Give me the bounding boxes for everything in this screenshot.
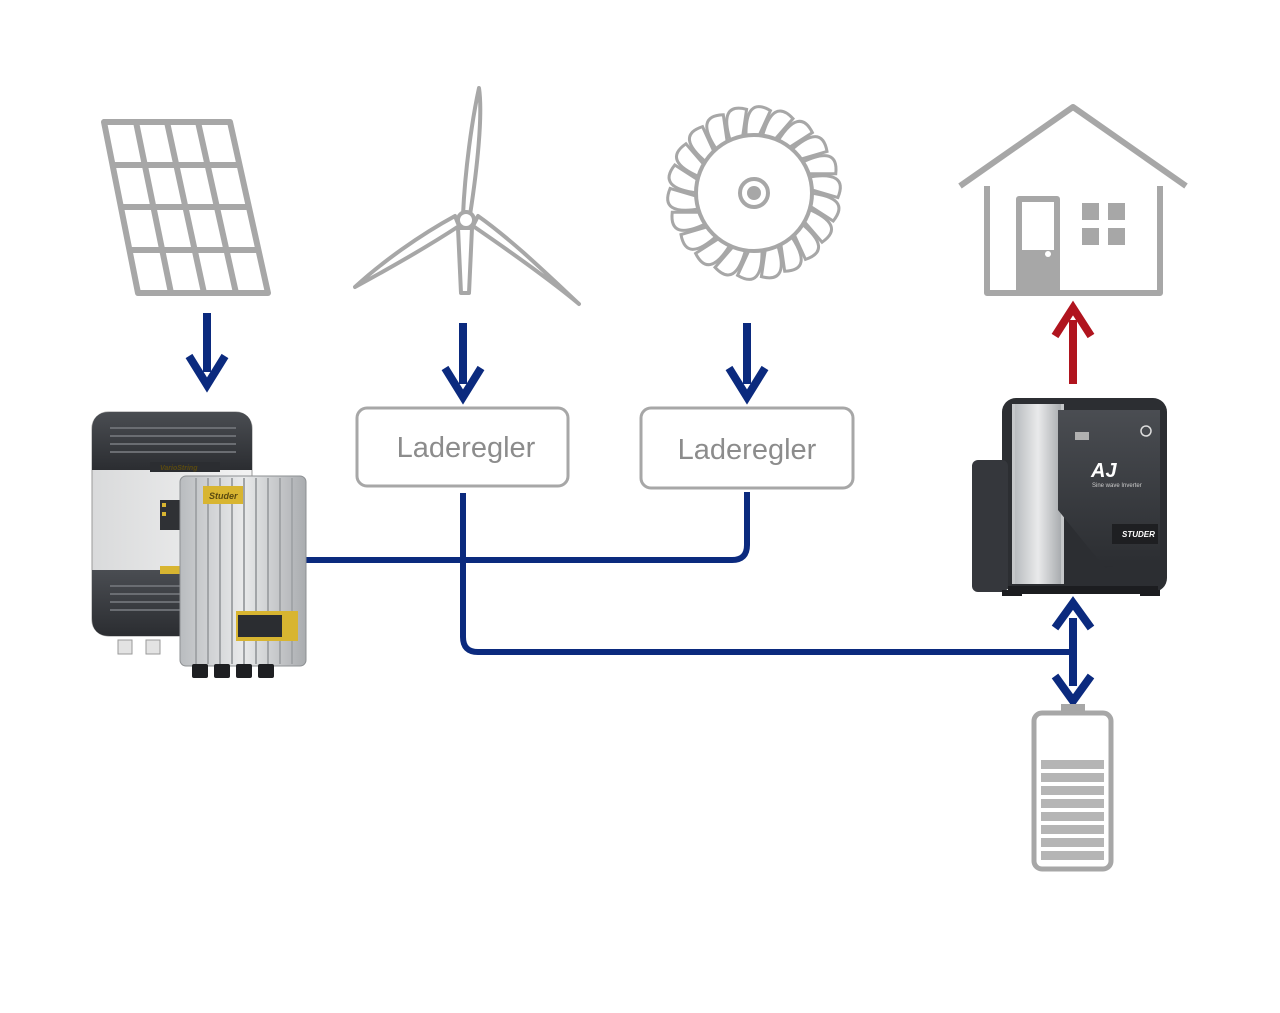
inverter-brand: STUDER bbox=[1122, 530, 1155, 539]
arrow-inverter-to-house bbox=[1051, 300, 1095, 384]
wheel-blade bbox=[791, 221, 820, 262]
mppt-back-brand: VarioString bbox=[160, 465, 198, 472]
arrow-inverter-battery bbox=[1051, 596, 1095, 708]
wheel-blade bbox=[666, 186, 703, 212]
battery-icon bbox=[1031, 704, 1114, 872]
wheel-blade bbox=[693, 235, 733, 267]
wheel-blade bbox=[712, 243, 748, 277]
inverter-model: AJ bbox=[1090, 460, 1117, 482]
wheel-blade bbox=[667, 162, 701, 195]
wheel-blade bbox=[705, 113, 730, 153]
inverter-device-image: AJ Sine wave Inverter STUDER bbox=[972, 398, 1167, 596]
inverter-subtitle: Sine wave Inverter bbox=[1092, 483, 1142, 489]
wheel-blade bbox=[778, 233, 803, 273]
house-icon bbox=[958, 104, 1188, 296]
wheel-blade bbox=[725, 106, 749, 144]
wheel-blade bbox=[760, 109, 796, 143]
dc-bus-lines bbox=[305, 492, 1070, 655]
wheel-blade bbox=[805, 174, 842, 200]
arrow-water-to-controller bbox=[725, 323, 769, 405]
solar-panel-icon bbox=[101, 119, 271, 296]
charge-controller-wind-label: Laderegler bbox=[397, 432, 536, 464]
wheel-blade bbox=[744, 105, 773, 140]
mppt-front-brand: Studer bbox=[209, 491, 238, 501]
charge-controller-wind: Laderegler bbox=[355, 406, 570, 488]
wheel-blade bbox=[735, 246, 764, 281]
charge-controller-water-label: Laderegler bbox=[678, 434, 817, 466]
line-water-controller-to-bus bbox=[305, 492, 750, 563]
wheel-blade bbox=[799, 154, 838, 176]
water-wheel-icon bbox=[666, 105, 842, 281]
wheel-blade bbox=[807, 191, 841, 224]
wheel-blade bbox=[688, 124, 717, 165]
wheel-blade bbox=[679, 224, 720, 251]
charge-controller-water: Laderegler bbox=[639, 406, 855, 490]
wheel-blade bbox=[670, 210, 709, 232]
wheel-blade bbox=[788, 135, 829, 162]
wheel-blade bbox=[759, 242, 783, 280]
wheel-blade bbox=[775, 119, 815, 151]
line-wind-controller-to-battery bbox=[460, 493, 1070, 655]
arrow-wind-to-controller bbox=[441, 323, 485, 405]
wheel-blade bbox=[674, 141, 707, 180]
arrow-solar-to-mppt bbox=[185, 313, 229, 393]
wind-turbine-icon bbox=[353, 86, 581, 306]
wheel-blade bbox=[801, 206, 834, 245]
wheel-axle bbox=[747, 186, 761, 200]
mppt-device-image: VarioString Studer bbox=[91, 411, 307, 678]
